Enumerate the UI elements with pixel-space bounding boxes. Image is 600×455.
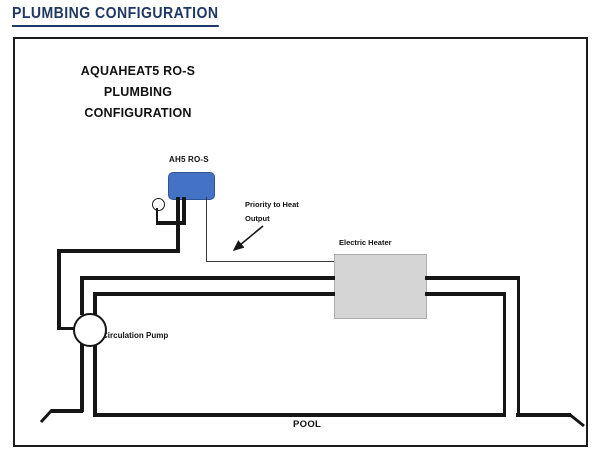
priority-annotation-line2: Output [245, 214, 270, 223]
priority-annotation-line1: Priority to Heat [245, 200, 299, 209]
pool-label: POOL [293, 419, 322, 430]
diagram-heading: AQUAHEAT5 RO-S PLUMBING CONFIGURATION [58, 61, 218, 124]
diagram-heading-line3: CONFIGURATION [84, 106, 192, 120]
pipe-upper-run-right [425, 276, 520, 280]
pipe-pump-drop-right [93, 341, 97, 416]
electric-heater-box [334, 254, 427, 319]
pipe-bottom-left-run [51, 409, 83, 413]
diagram-heading-line1: AQUAHEAT5 RO-S [80, 64, 196, 78]
pipe-right-inner-drop [502, 292, 506, 416]
pipe-pump-riser-right [93, 292, 97, 317]
circulation-pump-label: Circulation Pump [102, 331, 169, 340]
pipe-lower-run-left [93, 292, 335, 296]
pipe-bottom-right-run [516, 413, 571, 417]
electric-heater-label: Electric Heater [339, 238, 392, 247]
pipe-sensor-stem [156, 208, 158, 223]
priority-line-vertical [205, 197, 207, 262]
pipe-sensor-horizontal [156, 221, 186, 225]
pipe-bottom-long-run [93, 413, 506, 417]
pipe-left-down-to-pump [57, 249, 61, 330]
pipe-unit-left-drop [176, 197, 180, 253]
diagram-heading-line2: PLUMBING [103, 85, 173, 99]
pipe-unit-right-drop [182, 197, 186, 224]
ahs-ro-s-unit [168, 172, 215, 200]
diagram-frame [13, 37, 588, 447]
priority-line-horizontal [205, 260, 335, 262]
pipe-unit-to-left-run [57, 249, 179, 253]
pipe-right-outer-drop [516, 276, 520, 416]
pipe-pump-riser-left [80, 276, 84, 315]
pipe-upper-run-left [80, 276, 335, 280]
sensor-valve-circle [152, 198, 165, 211]
page-title: PLUMBING CONFIGURATION [12, 5, 219, 27]
ahs-unit-label: AH5 RO-S [169, 155, 209, 164]
circulation-pump-circle [73, 313, 107, 347]
pipe-pump-left-stub [57, 327, 75, 330]
pipe-pump-drop-left [80, 341, 84, 412]
pipe-lower-run-right [425, 292, 506, 296]
